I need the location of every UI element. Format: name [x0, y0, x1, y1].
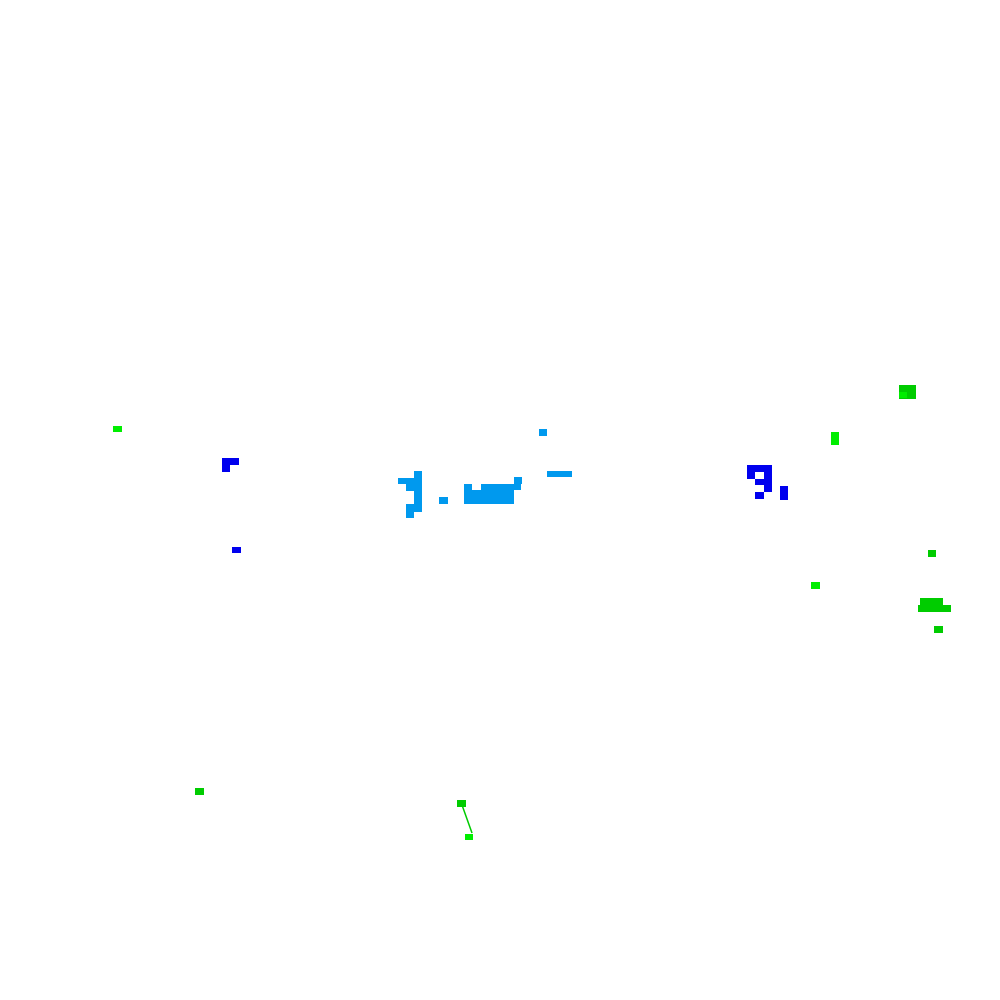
green-pixel-bottom-mid-bottom	[465, 834, 473, 840]
green-pixel-pair-right	[831, 432, 839, 445]
green-pixel-cluster-top-right	[899, 385, 916, 399]
green-pixel-bottom-mid-top	[457, 800, 466, 807]
light-blue-block-center	[464, 477, 522, 504]
green-pixel-right-small	[811, 582, 820, 589]
green-pixel-bottom-left	[195, 788, 204, 795]
light-blue-dash	[547, 471, 572, 477]
green-pixel-far-left	[113, 426, 122, 432]
light-blue-dot-center	[439, 497, 448, 504]
green-pixel-top-right-inner	[899, 392, 907, 398]
light-blue-cluster-left	[398, 471, 422, 518]
blue-pixel-cluster-right	[747, 465, 788, 500]
blue-pixel-cluster-left	[222, 458, 239, 472]
blue-pixel-left-lower	[232, 547, 241, 553]
green-connector-line	[461, 804, 473, 834]
light-blue-dot-top	[539, 429, 547, 436]
green-pixel-right-bottom	[934, 626, 943, 633]
green-pixel-cluster-right-lower	[918, 598, 951, 612]
green-pixel-right-mid	[928, 550, 936, 557]
